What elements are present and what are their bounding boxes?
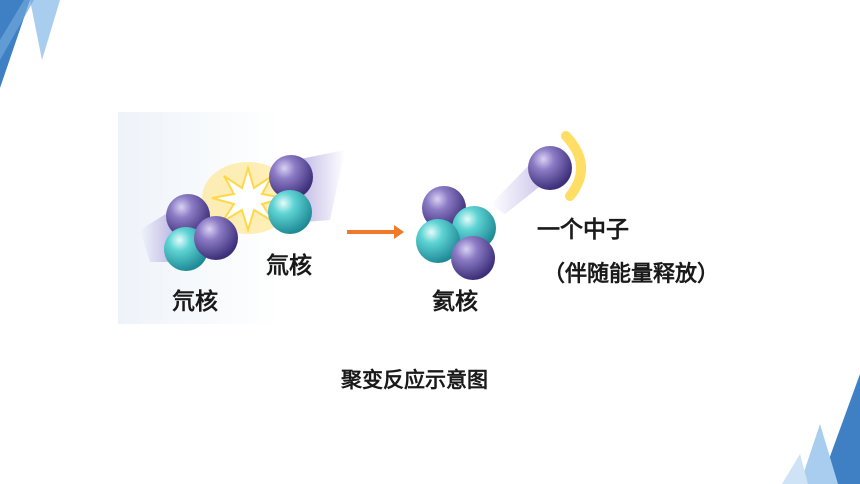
corner-decoration-top-left: [0, 0, 60, 88]
diagram-caption: 聚变反应示意图: [341, 368, 488, 392]
helium-nucleus: [416, 186, 496, 280]
energy-release-note: （伴随能量释放）: [543, 262, 720, 287]
corner-decoration-bottom-right: [782, 374, 860, 484]
emitted-neutron: [528, 131, 587, 201]
arrow-right-icon: [347, 225, 404, 239]
deuterium-nucleus: [164, 194, 238, 271]
helium-label: 氦核: [432, 289, 478, 315]
tritium-label: 氚核: [266, 253, 312, 279]
tritium-nucleus: [268, 155, 313, 234]
neutron-label: 一个中子: [537, 217, 629, 243]
deuterium-label: 氘核: [172, 289, 218, 315]
